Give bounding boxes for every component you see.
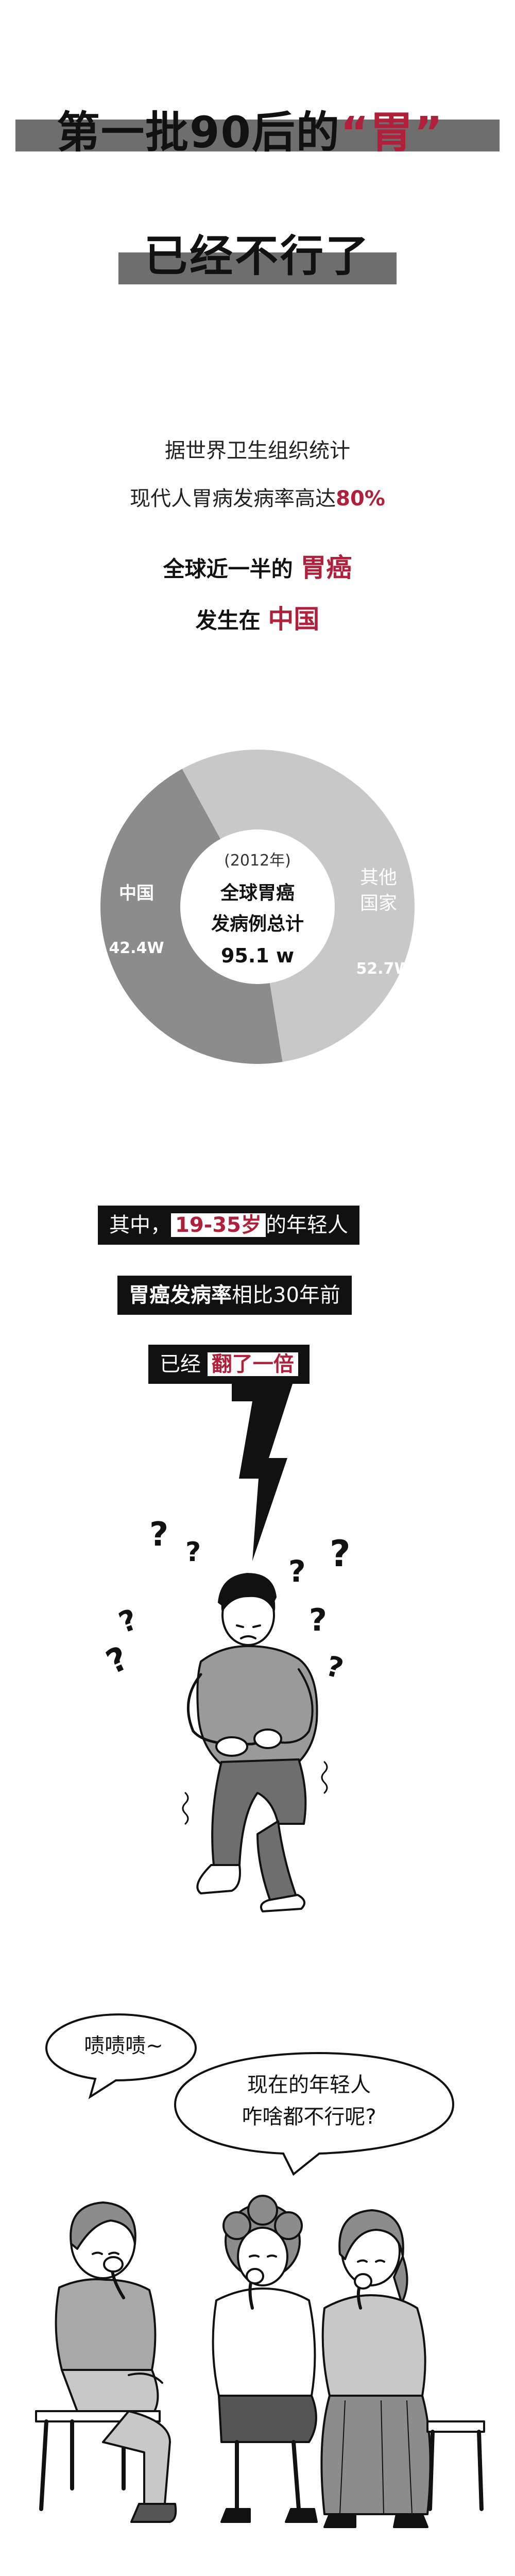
intro-line3-highlight: 胃癌 [300, 553, 352, 583]
title-bar-1 [15, 120, 500, 151]
title-main: 第一批90后的 [57, 107, 340, 158]
intro-line4: 发生在 中国 [0, 599, 515, 636]
gossip-people-illustration [35, 2195, 485, 2528]
question-mark-icon: ? [288, 1554, 306, 1589]
intro-line3-prefix: 全球近一半的 [163, 556, 293, 582]
banner-2: 胃癌发病率相比30年前 [117, 1276, 352, 1315]
title-bar-2 [118, 252, 397, 284]
center-title-1: 全球胃癌 [220, 882, 295, 904]
banner-1-prefix: 其中， [109, 1213, 171, 1237]
question-mark-icon: ? [149, 1516, 168, 1554]
speech-bubble-right [174, 2052, 455, 2176]
slice-label-other-2: 国家 [360, 893, 397, 914]
banner-2-bold: 胃癌发病率 [129, 1283, 232, 1307]
speech-right-line1: 现在的年轻人 [247, 2073, 371, 2097]
banner-3-highlight: 翻了一倍 [207, 1352, 298, 1376]
title-quote: “胃” [340, 107, 444, 158]
question-mark-icon: ? [115, 1603, 142, 1640]
banner-1: 其中，19-35岁的年轻人 [98, 1206, 359, 1245]
banner-1-suffix: 的年轻人 [265, 1213, 348, 1237]
question-mark-icon: ? [185, 1537, 201, 1568]
intro-line4-prefix: 发生在 [195, 608, 261, 633]
speech-left-text: 啧啧啧~ [84, 2034, 163, 2058]
slice-label-other-1: 其他 [360, 867, 397, 888]
slice-value-other: 52.7W [356, 960, 411, 978]
intro-line4-highlight: 中国 [268, 604, 320, 634]
banner-3: 已经 翻了一倍 [148, 1345, 310, 1384]
page-title-line1: 第一批90后的“胃” [57, 98, 443, 160]
banner-2-suffix: 相比30年前 [232, 1283, 340, 1307]
center-total: 95.1 w [221, 944, 294, 967]
donut-chart: (2012年) 全球胃癌 发病例总计 95.1 w 中国 42.4W 其他 国家… [100, 750, 415, 1064]
question-mark-icon: ? [330, 1533, 351, 1575]
slice-label-china: 中国 [119, 883, 154, 904]
intro-line1: 据世界卫生组织统计 [165, 439, 350, 463]
page-title-line2: 已经不行了 [144, 231, 371, 281]
question-mark-icon: ? [309, 1602, 327, 1638]
donut-hole [180, 829, 335, 984]
banner-3-prefix: 已经 [160, 1352, 201, 1376]
intro-line2-value: 80% [336, 487, 385, 511]
intro-line2: 现代人胃病发病率高达80% [0, 482, 515, 512]
question-mark-icon: ? [103, 1639, 134, 1682]
slice-value-china: 42.4W [109, 939, 164, 957]
center-title-2: 发病例总计 [211, 913, 304, 935]
intro-line3: 全球近一半的 胃癌 [0, 547, 515, 584]
stomachache-man-illustration: ? ? ? ? ? ? ? ? [103, 1516, 351, 1912]
lightning-bolt [232, 1381, 294, 1561]
intro-line2-prefix: 现代人胃病发病率高达 [130, 487, 336, 511]
center-year: (2012年) [224, 852, 291, 870]
speech-bubble-left [45, 2013, 197, 2099]
speech-right-line2: 咋啥都不行呢? [242, 2105, 376, 2129]
banner-1-highlight: 19-35岁 [171, 1213, 266, 1237]
question-mark-icon: ? [323, 1650, 347, 1685]
